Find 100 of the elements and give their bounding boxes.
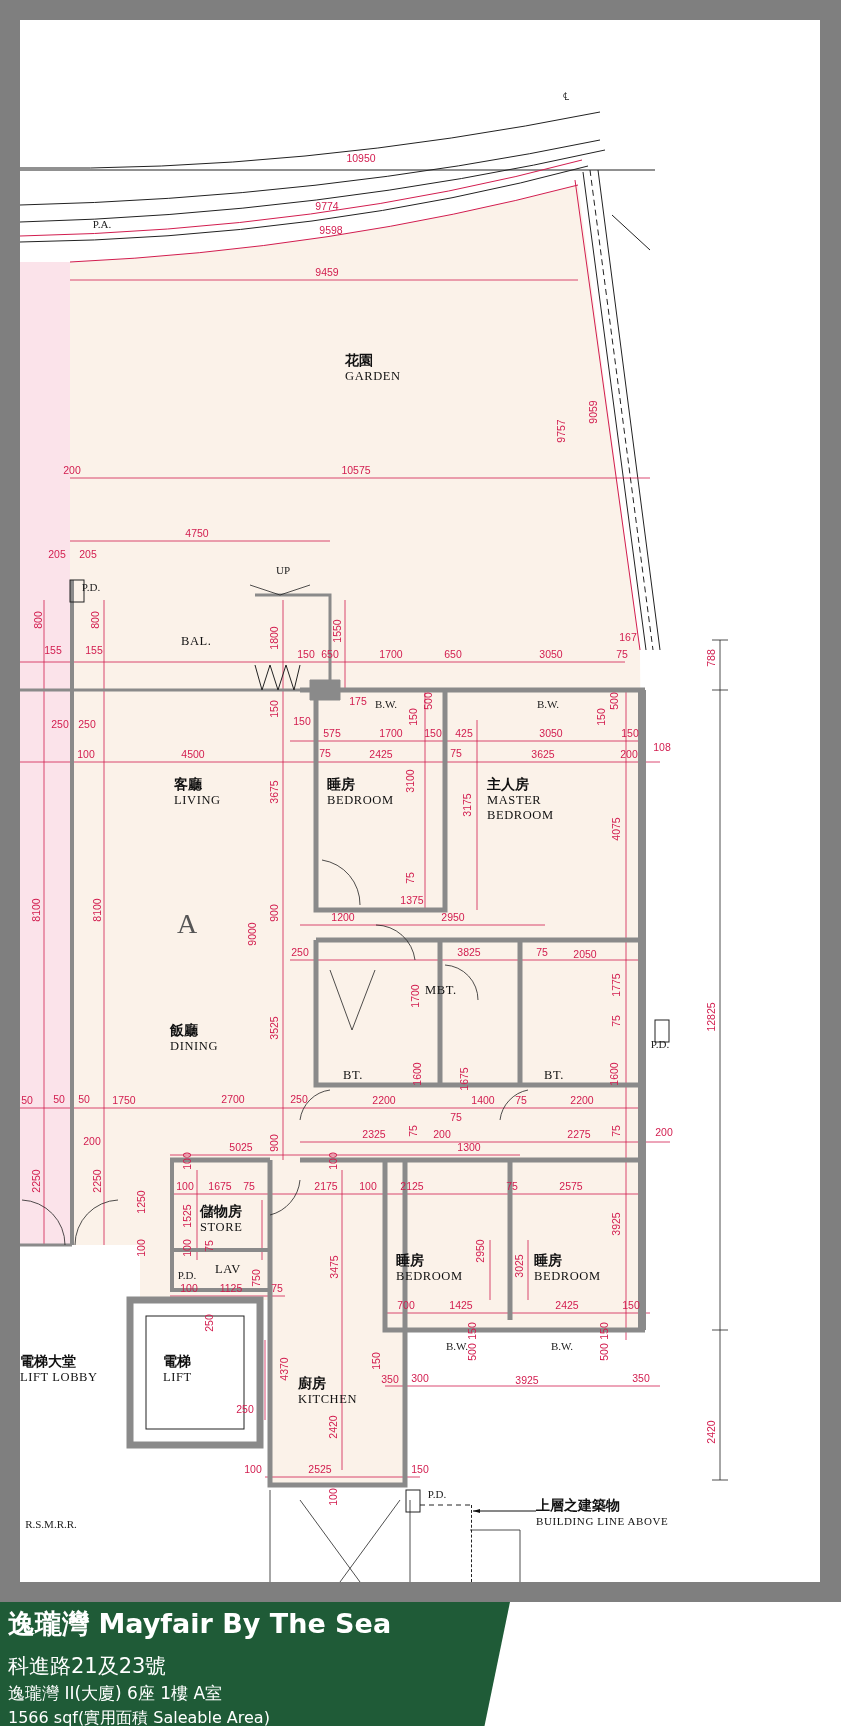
dimension-text: 900 xyxy=(268,1134,280,1152)
dimension-text: 75 xyxy=(407,1125,419,1137)
dimension-text: 8100 xyxy=(30,898,42,922)
dimension-text: 100 xyxy=(244,1463,262,1475)
dimension-text: 2525 xyxy=(308,1463,332,1475)
room-name-chinese: 睡房 xyxy=(534,1252,563,1269)
dimension-text: 3475 xyxy=(328,1255,340,1279)
dimension-text: 900 xyxy=(268,904,280,922)
dimension-text: 1800 xyxy=(268,626,280,650)
dimension-text: 200 xyxy=(655,1126,673,1138)
dimension-text: 75 xyxy=(450,747,462,759)
dimension-text: 75 xyxy=(616,648,628,660)
dimension-text: 3050 xyxy=(539,727,563,739)
dimension-text: 100 xyxy=(327,1488,339,1506)
room-name-chinese: 廚房 xyxy=(298,1375,327,1392)
dimension-text: 75 xyxy=(404,872,416,884)
dimension-text: 150 xyxy=(268,700,280,718)
dimension-text: 1700 xyxy=(409,984,421,1008)
dimension-text: 9000 xyxy=(246,922,258,946)
dimension-text: 150 xyxy=(621,727,639,739)
plan-annotation: R.S.M.R.R. xyxy=(25,1518,77,1530)
dimension-text: 75 xyxy=(536,946,548,958)
dimension-text: 1300 xyxy=(457,1141,481,1153)
dimension-text: 4500 xyxy=(181,748,205,760)
plan-annotation: B.W. xyxy=(536,698,560,710)
plan-annotation: P.D. xyxy=(650,1038,670,1050)
room-name: MASTER BEDROOM xyxy=(487,793,555,823)
dimension-text: 75 xyxy=(515,1094,527,1106)
room-name: GARDEN xyxy=(345,369,401,384)
leader-arrow xyxy=(472,1508,537,1514)
dimension-text: 650 xyxy=(321,648,339,660)
dimension-text: 1400 xyxy=(471,1094,495,1106)
room-name: BUILDING LINE ABOVE xyxy=(536,1514,669,1529)
dimension-text: 250 xyxy=(236,1403,254,1415)
dimension-text: 500 xyxy=(608,692,620,710)
dimension-text: 800 xyxy=(89,611,101,629)
room-name-chinese: 睡房 xyxy=(327,776,356,793)
dimension-text: 150 xyxy=(293,715,311,727)
plan-annotation: B.W. xyxy=(374,698,398,710)
dimension-text: 1600 xyxy=(608,1062,620,1086)
dimension-text: 1550 xyxy=(331,619,343,643)
dimension-text: 100 xyxy=(359,1180,377,1192)
dimension-text: 2420 xyxy=(705,1420,717,1444)
dimension-text: 200 xyxy=(83,1135,101,1147)
dimension-text: 8100 xyxy=(91,898,103,922)
dimension-text: 2250 xyxy=(91,1169,103,1193)
dimension-text: 1125 xyxy=(219,1282,243,1294)
plan-annotation: P.D. xyxy=(81,581,101,593)
room-name: LIFT LOBBY xyxy=(20,1370,98,1385)
plan-annotation: B.W. xyxy=(550,1340,574,1352)
info-text: 1566 sqf(實用面積 Saleable Area) xyxy=(8,1708,270,1726)
room-name-chinese: 飯廳 xyxy=(170,1022,199,1039)
dimension-text: 350 xyxy=(381,1373,399,1385)
room-name: BT. xyxy=(544,1068,564,1083)
dimension-text: 3625 xyxy=(531,748,555,760)
dimension-text: 1200 xyxy=(331,911,355,923)
dimension-text: 2125 xyxy=(400,1180,424,1192)
dimension-text: 2200 xyxy=(372,1094,396,1106)
dimension-text: 9059 xyxy=(587,400,599,424)
dimension-text: 3025 xyxy=(513,1254,525,1278)
room-name-chinese: 睡房 xyxy=(396,1252,425,1269)
dimension-text: 10950 xyxy=(346,152,376,164)
dimension-text: 1675 xyxy=(208,1180,232,1192)
dimension-text: 100 xyxy=(181,1239,193,1257)
info-text: 逸瓏灣 II(大廈) 6座 1樓 A室 xyxy=(8,1682,223,1705)
dimension-text: 2420 xyxy=(327,1415,339,1439)
dimension-text: 425 xyxy=(455,727,473,739)
dimension-text: 2700 xyxy=(221,1093,245,1105)
building-line xyxy=(471,1505,472,1582)
title: 逸瓏灣 Mayfair By The Sea xyxy=(8,1607,392,1641)
dimension-text: 175 xyxy=(349,695,367,707)
dimension-text: 150 xyxy=(370,1352,382,1370)
dimension-text: 700 xyxy=(397,1299,415,1311)
dimension-text: 250 xyxy=(51,718,69,730)
dimension-text: 350 xyxy=(632,1372,650,1384)
dimension-text: 2175 xyxy=(314,1180,338,1192)
dimension-text: 788 xyxy=(705,649,717,667)
dimension-text: 2950 xyxy=(441,911,465,923)
room-name-chinese: 電梯 xyxy=(163,1353,192,1370)
dimension-text: 200 xyxy=(620,748,638,760)
dimension-text: 750 xyxy=(250,1269,262,1287)
dimension-text: 4075 xyxy=(610,817,622,841)
dimension-text: 100 xyxy=(135,1239,147,1257)
plan-annotation: ℄ xyxy=(563,90,569,102)
dimension-text: 75 xyxy=(271,1282,283,1294)
dimension-text: 3175 xyxy=(461,793,473,817)
dimension-text: 75 xyxy=(610,1125,622,1137)
dimension-text: 150 xyxy=(466,1322,478,1340)
dimension-text: 100 xyxy=(176,1180,194,1192)
dimension-text: 100 xyxy=(181,1152,193,1170)
room-name-chinese: 電梯大堂 xyxy=(20,1353,77,1370)
dimension-text: 1425 xyxy=(449,1299,473,1311)
room-name: BEDROOM xyxy=(327,793,394,808)
dimension-text: 9459 xyxy=(315,266,339,278)
room-name: BT. xyxy=(343,1068,363,1083)
dimension-text: 9757 xyxy=(555,419,567,443)
dimension-text: 3100 xyxy=(404,769,416,793)
dimension-text: 200 xyxy=(433,1128,451,1140)
dimension-text: 200 xyxy=(63,464,81,476)
dimension-text: 12825 xyxy=(705,1002,717,1032)
